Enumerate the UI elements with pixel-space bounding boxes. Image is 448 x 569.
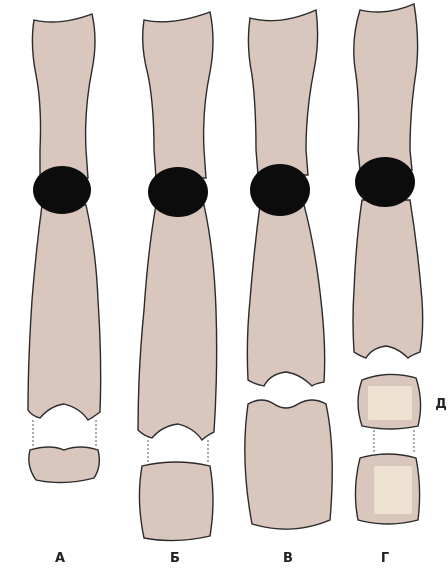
chromosome-v-upper-arm bbox=[248, 10, 317, 175]
chromosome-g-lower-arm bbox=[353, 200, 423, 358]
chromosome-a-deletion-dots bbox=[33, 420, 96, 446]
label-g: Г bbox=[381, 551, 389, 566]
label-v: В bbox=[283, 551, 293, 566]
label-b: Б bbox=[170, 551, 180, 566]
chromosome-b-deletion-dots bbox=[148, 440, 208, 462]
chromosome-g-centromere bbox=[355, 157, 415, 207]
chromosome-g bbox=[353, 4, 423, 524]
chromosome-b-centromere bbox=[148, 167, 208, 217]
chromosome-v-lower-arm bbox=[247, 205, 324, 386]
chromosome-g-middle-fragment-highlight bbox=[368, 386, 412, 420]
chromosome-a-lower-arm bbox=[28, 205, 101, 420]
label-a: А bbox=[55, 551, 65, 566]
chromosome-g-upper-arm bbox=[354, 4, 418, 170]
chromosome-g-inversion-dots bbox=[374, 430, 414, 454]
chromosome-b-fragment bbox=[139, 462, 213, 541]
chromosome-b bbox=[138, 12, 217, 541]
chromosome-b-upper-arm bbox=[143, 12, 213, 178]
chromosome-a-centromere bbox=[33, 166, 91, 214]
chromosome-a-upper-arm bbox=[32, 14, 95, 178]
label-d: Д bbox=[435, 397, 447, 412]
chromosome-v-centromere bbox=[250, 164, 310, 216]
chromosome-v bbox=[245, 10, 332, 529]
chromosome-g-lower-fragment-highlight bbox=[374, 466, 412, 514]
chromosome-a bbox=[28, 14, 101, 483]
chromosome-b-lower-arm bbox=[138, 205, 217, 440]
chromosome-v-fragment bbox=[245, 400, 332, 529]
chromosome-a-fragment bbox=[29, 447, 99, 483]
